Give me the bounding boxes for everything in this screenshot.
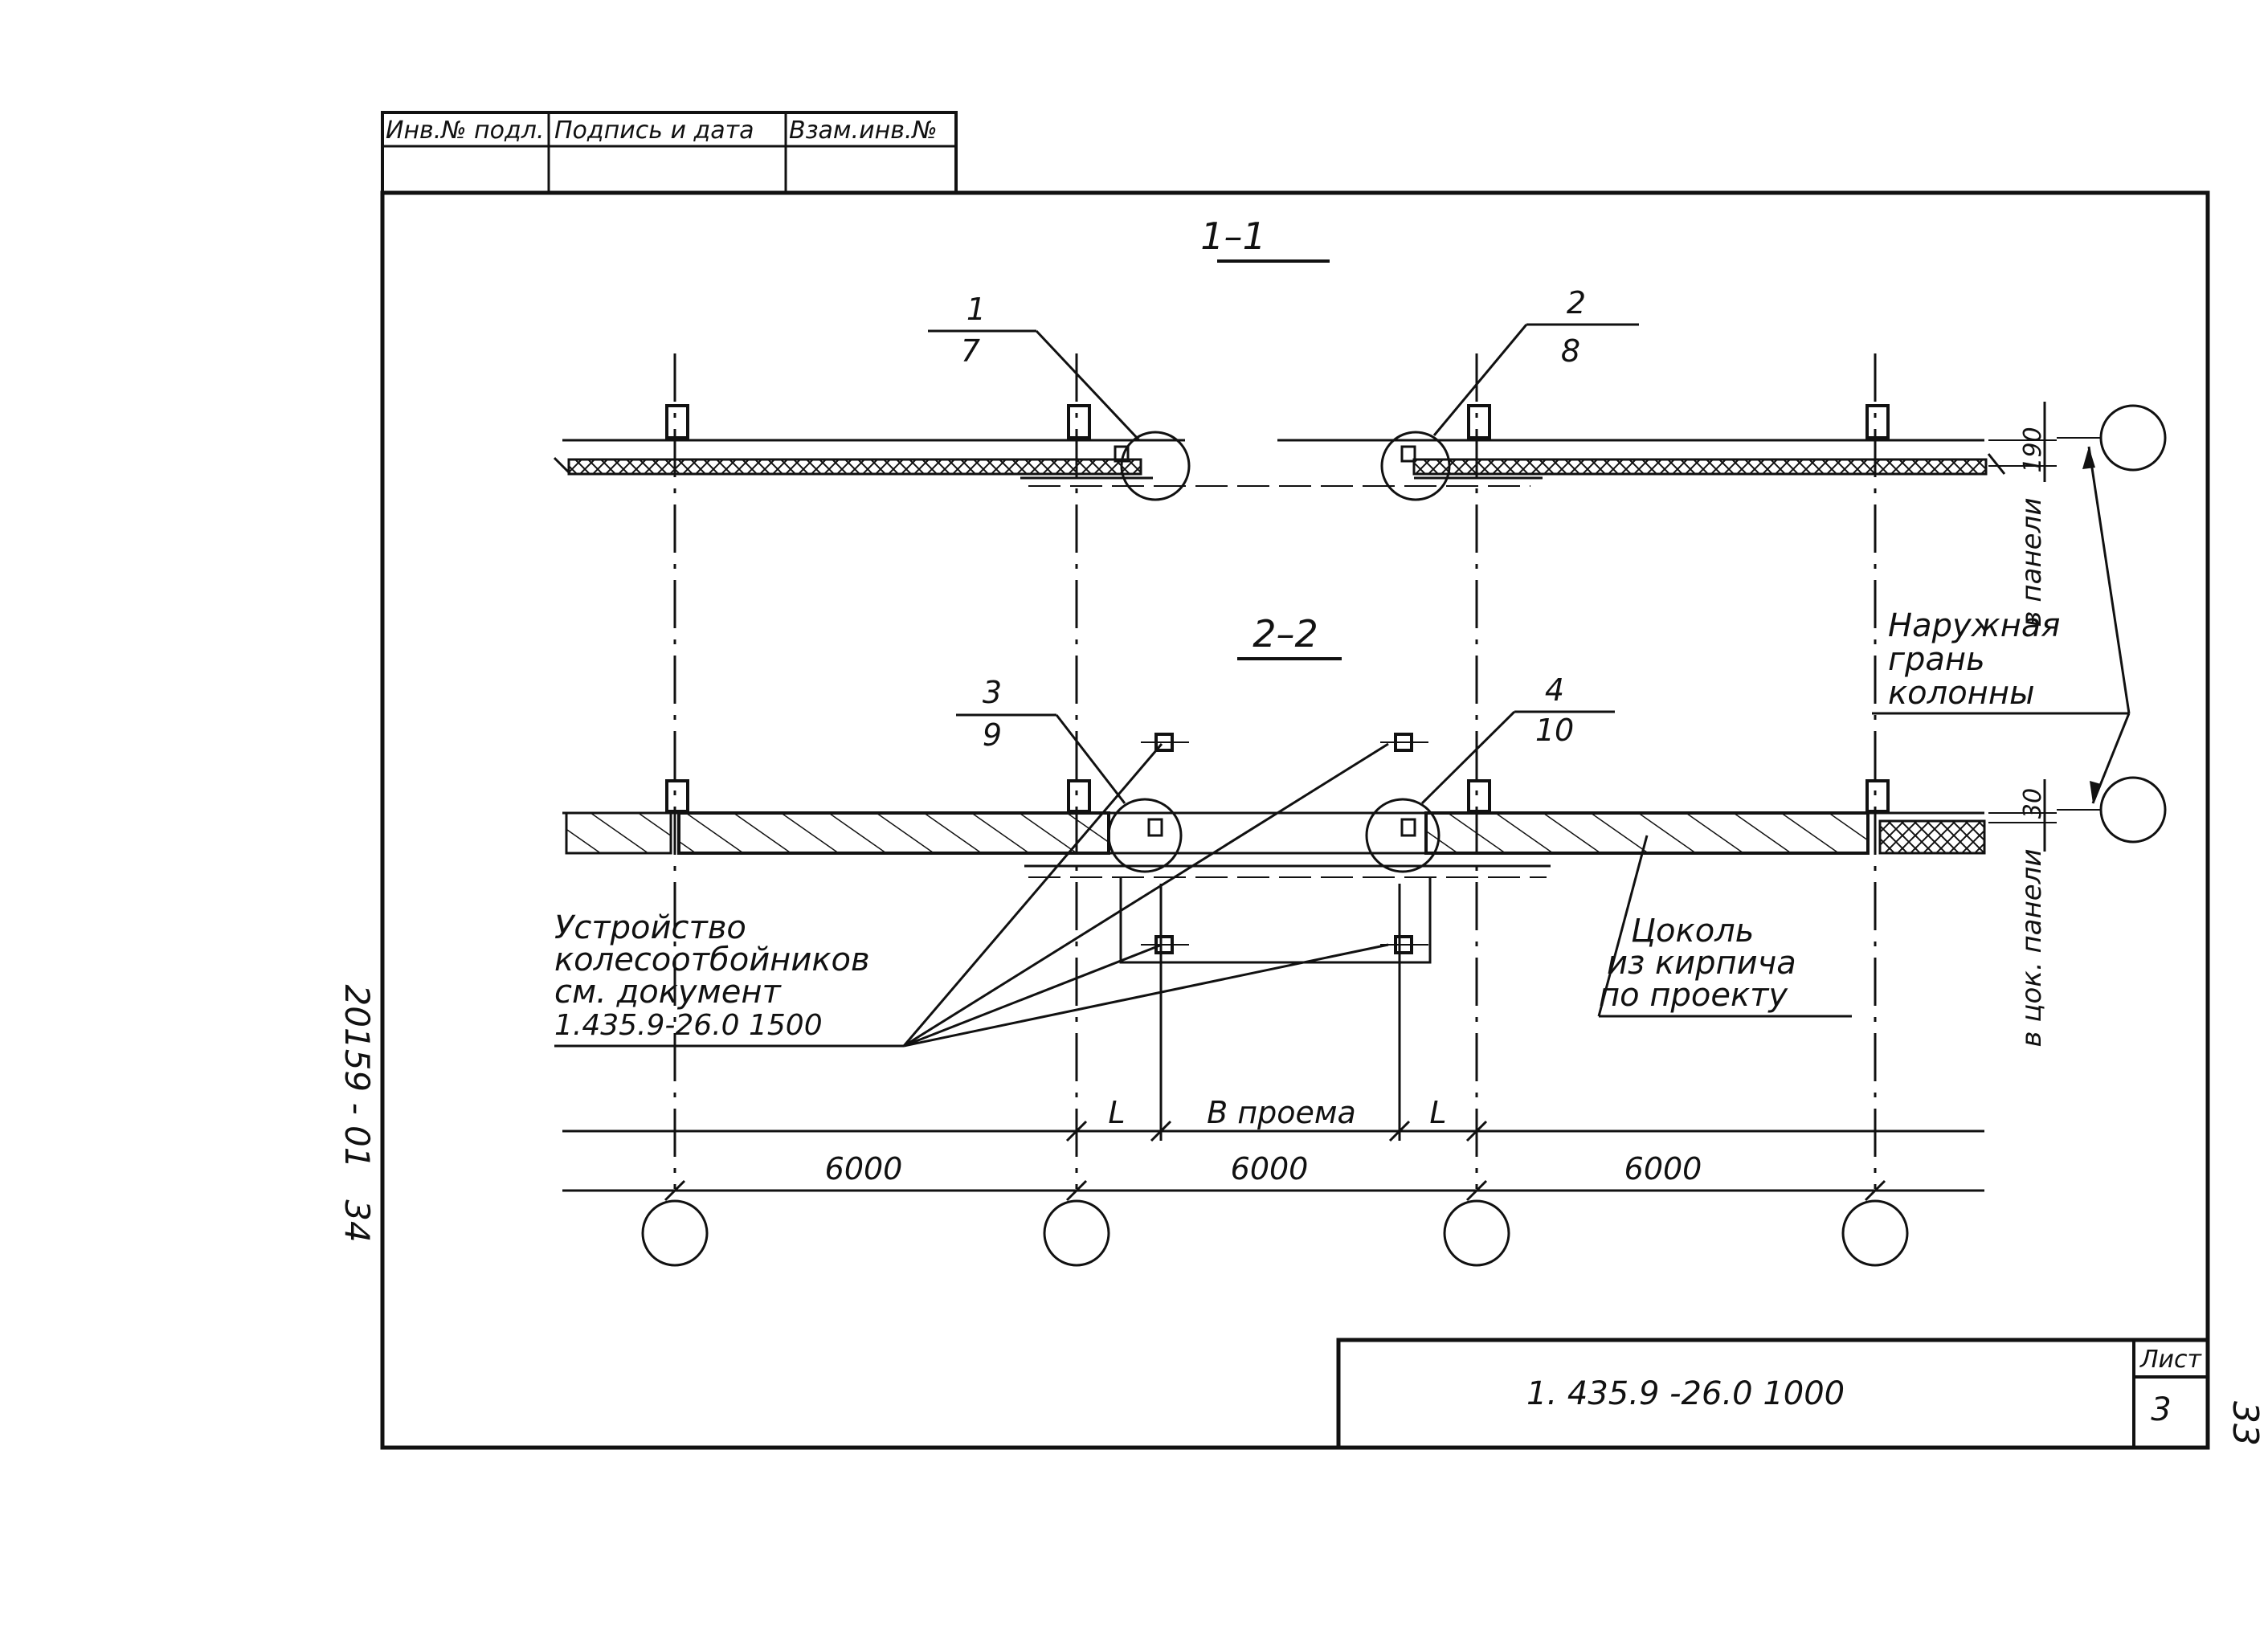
column-2-a [665, 779, 689, 813]
wheel-guard-posts [1141, 733, 1428, 954]
column-1-c [1467, 404, 1491, 439]
axis-bubbles-bottom [641, 1199, 1909, 1267]
stamp-replacement-inv: Взам.инв.№ [789, 116, 938, 145]
dim-span-1: 6000 [825, 1151, 903, 1187]
dim-panel-direction-top: в панели [2016, 498, 2048, 627]
sheet-number: 3 [2151, 1391, 2171, 1428]
callout-2-sheet: 8 [1561, 333, 1580, 369]
detail-circle-2 [1380, 431, 1451, 501]
callout-3-number: 3 [983, 675, 1002, 710]
side-code-line1: 20159 - 01 [337, 985, 377, 1169]
stamp-inv-no: Инв.№ подл. [386, 116, 544, 145]
dim-plinth-offset: 30 [2019, 788, 2047, 819]
brick-plinth-left [677, 811, 1110, 855]
section-1-1: 1–1 1 7 2 8 1 [553, 214, 2167, 627]
side-code: 20159 - 01 34 [337, 985, 377, 1243]
dim-panel-direction-bottom: в цок. панели [2016, 849, 2048, 1048]
section-title-2-2: 2–2 [1253, 612, 1318, 656]
callout-1-sheet: 7 [961, 333, 980, 369]
note-plinth-2: из кирпича [1607, 945, 1796, 982]
callout-2-number: 2 [1567, 285, 1586, 321]
column-2-c [1467, 779, 1491, 813]
note-bumper-1: Устройство [554, 909, 746, 946]
detail-circle-1 [1120, 431, 1191, 501]
callout-3-sheet: 9 [983, 717, 1002, 753]
wall-panel-left-1 [567, 458, 1142, 476]
sheet-label: Лист [2139, 1346, 2203, 1374]
column-2-b [1067, 779, 1091, 813]
plinth-left-stub [565, 811, 672, 855]
wall-panel-right-1 [1412, 458, 1988, 476]
note-column-face-1: Наружная [1888, 607, 2060, 644]
dim-l-left: L [1108, 1095, 1125, 1130]
column-1-d [1865, 404, 1890, 439]
dim-span-3: 6000 [1624, 1151, 1702, 1187]
brick-plinth-right [1424, 811, 1870, 855]
axis-lines [673, 353, 1877, 1189]
dim-opening-width: В проема [1207, 1095, 1356, 1130]
section-title-1-1: 1–1 [1200, 214, 1266, 258]
document-code: 1. 435.9 -26.0 1000 [1526, 1375, 1845, 1412]
note-plinth-1: Цоколь [1631, 913, 1754, 950]
note-column-face-2: грань [1888, 641, 1985, 678]
stamp-signature-date: Подпись и дата [554, 116, 754, 145]
side-code-line2: 34 [337, 1199, 377, 1242]
column-1-b [1067, 404, 1091, 439]
section-2-2: 2–2 [554, 446, 2167, 1048]
note-column-face-3: колонны [1888, 675, 2035, 712]
note-bumper-2: колесоотбойников [554, 942, 870, 978]
detail-circle-3 [1107, 798, 1183, 873]
axis-bubble-top [2099, 404, 2167, 472]
callout-1-number: 1 [966, 292, 986, 327]
title-block: 1. 435.9 -26.0 1000 Лист 3 [1336, 1338, 2210, 1450]
dim-span-2: 6000 [1231, 1151, 1309, 1187]
column-1-a [665, 404, 689, 439]
dimension-chains: L В проема L 6000 6000 6000 [562, 884, 1984, 1202]
dim-l-right: L [1429, 1095, 1446, 1130]
sheet-frame [380, 190, 2210, 1450]
plinth-right-stub [1878, 819, 1986, 855]
approval-stamp: Инв.№ подл. Подпись и дата Взам.инв.№ [381, 111, 958, 194]
callout-4-number: 4 [1545, 672, 1564, 708]
note-bumper-4: 1.435.9-26.0 1500 [554, 1009, 823, 1042]
note-bumper-3: см. документ [554, 974, 782, 1011]
axis-bubble-bottom [2099, 776, 2167, 844]
column-2-d [1865, 779, 1890, 813]
note-plinth-3: по проекту [1599, 977, 1788, 1014]
page-number: 33 [2225, 1401, 2266, 1446]
callout-4-sheet: 10 [1535, 713, 1574, 748]
dim-panel-thickness: 190 [2019, 427, 2047, 472]
detail-circle-4 [1365, 798, 1440, 873]
